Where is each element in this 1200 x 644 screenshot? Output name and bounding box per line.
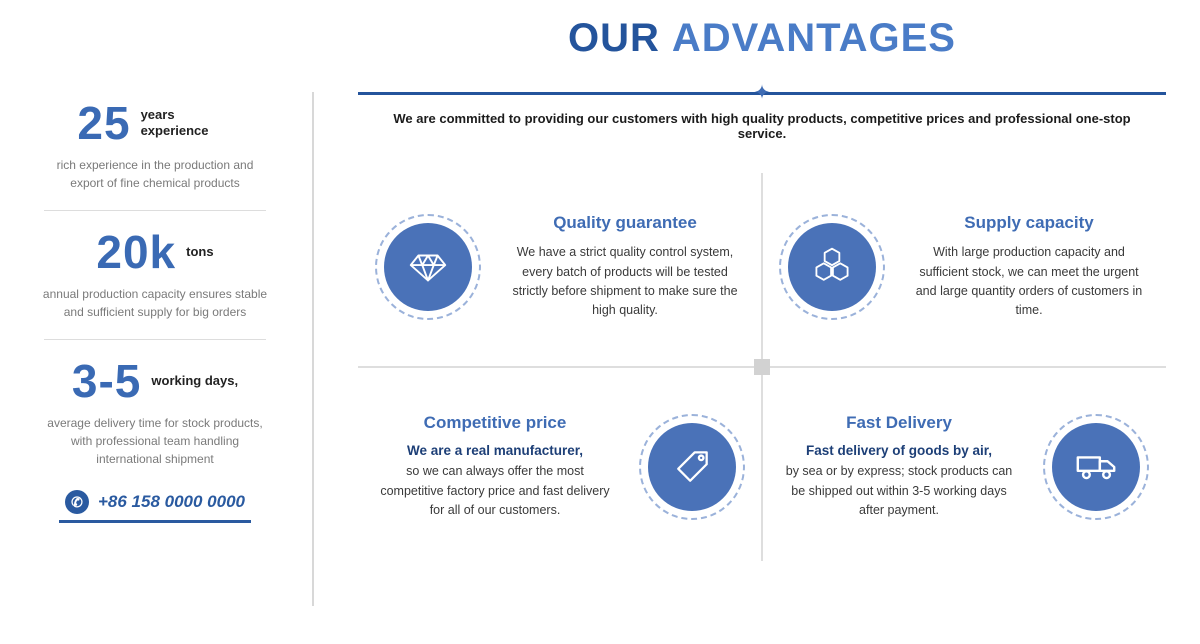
subtitle: We are committed to providing our custom… <box>393 111 1131 141</box>
quadrant-text: Competitive price We are a real manufact… <box>375 413 615 520</box>
stat-delivery-time: 3-5 working days, average delivery time … <box>36 358 274 468</box>
star-icon: ✦ <box>753 82 771 104</box>
stat-value: 3-5 <box>71 355 142 407</box>
grid-center-marker <box>754 359 770 375</box>
stat-description: rich experience in the production and ex… <box>56 158 254 190</box>
phone-glyph: ✆ <box>71 493 83 510</box>
stat-headline: 3-5 working days, <box>36 358 274 404</box>
stat-capacity: 20k tons annual production capacity ensu… <box>36 229 274 321</box>
quadrant-body: We have a strict quality control system,… <box>512 245 738 318</box>
quadrant-title: Fast Delivery <box>846 413 952 433</box>
stat-experience: 25 years experience rich experience in t… <box>36 100 274 192</box>
contact-link[interactable]: ✆ +86 158 0000 0000 <box>58 490 251 523</box>
advantages-grid: Quality guarantee We have a strict quali… <box>358 167 1166 567</box>
icon-circle <box>1052 423 1140 511</box>
quadrant-lead: Fast delivery of goods by air, <box>805 443 993 459</box>
stat-unit: working days, <box>151 372 239 388</box>
icon-circle <box>788 223 876 311</box>
divider <box>44 210 266 211</box>
quadrant-title: Supply capacity <box>964 213 1094 233</box>
vertical-divider <box>312 92 314 606</box>
price-tag-icon <box>639 414 745 520</box>
quadrant-body: With large production capacity and suffi… <box>915 245 1143 318</box>
diamond-icon <box>375 214 481 320</box>
stat-unit: tons <box>186 243 214 259</box>
divider <box>44 339 266 340</box>
quadrant-body: by sea or by express; stock products can… <box>785 464 1013 518</box>
quadrant-title: Competitive price <box>423 413 567 433</box>
phone-icon: ✆ <box>64 490 89 514</box>
cubes-icon <box>779 214 885 320</box>
quadrant-body: so we can always offer the most competit… <box>380 464 610 518</box>
stat-value: 20k <box>96 226 177 278</box>
contact-label: +86 158 0000 0000 <box>97 492 245 511</box>
quadrant-supply-capacity: Supply capacity With large production ca… <box>762 167 1166 367</box>
quadrant-quality-guarantee: Quality guarantee We have a strict quali… <box>358 167 762 367</box>
quadrant-text: Fast Delivery Fast delivery of goods by … <box>779 413 1019 520</box>
icon-circle <box>384 223 472 311</box>
quadrant-lead: We are a real manufacturer, <box>406 443 584 459</box>
quadrant-competitive-price: Competitive price We are a real manufact… <box>358 367 762 567</box>
title-prefix: OUR <box>568 16 660 60</box>
stat-unit: years experience <box>140 106 209 138</box>
stat-description: annual production capacity ensures stabl… <box>42 287 268 319</box>
stats-sidebar: 25 years experience rich experience in t… <box>36 100 274 523</box>
stat-headline: 25 years experience <box>36 100 274 146</box>
quadrant-title: Quality guarantee <box>553 213 697 233</box>
stat-description: average delivery time for stock products… <box>47 416 263 466</box>
truck-icon <box>1043 414 1149 520</box>
stat-headline: 20k tons <box>36 229 274 275</box>
stat-value: 25 <box>77 97 131 149</box>
quadrant-text: Quality guarantee We have a strict quali… <box>505 213 745 321</box>
quadrant-fast-delivery: Fast Delivery Fast delivery of goods by … <box>762 367 1166 567</box>
icon-circle <box>648 423 736 511</box>
title-suffix: ADVANTAGES <box>671 16 956 60</box>
title-rule: ✦ <box>358 83 1166 103</box>
quadrant-text: Supply capacity With large production ca… <box>909 213 1149 321</box>
